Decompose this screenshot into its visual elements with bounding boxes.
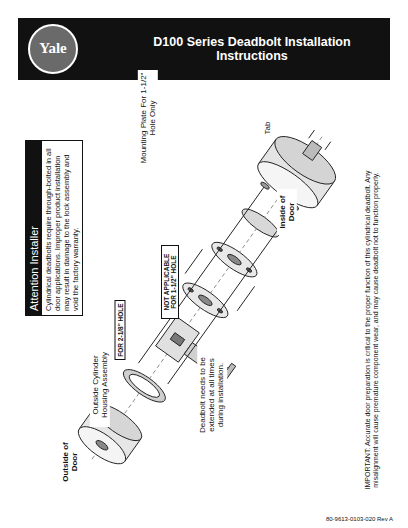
box-body: Cylindrical deadbolts require through-bo… [42, 141, 82, 315]
part-label: Tab [262, 115, 273, 141]
hole-text: NOT APPLICABLE FOR 1-1/2" HOLE [162, 246, 178, 318]
page-title: D100 Series Deadbolt Installation Instru… [152, 35, 352, 64]
side-label: Outside of Door [60, 439, 80, 485]
part-label: Outside Cylinder Housing Assembly [90, 343, 110, 427]
hole-tag: FOR 2-1/8" HOLE [115, 300, 126, 360]
logo-circle [29, 25, 77, 73]
exploded-deadbolt [63, 115, 374, 496]
note: Deadbolt needs to be extended at all tim… [197, 345, 227, 445]
attention-box: Attention InstallerCylindrical deadbolts… [25, 140, 83, 316]
header-bar [18, 18, 390, 80]
side-label: Inside of Door [277, 189, 297, 235]
hole-text: FOR 2-1/8" HOLE [116, 301, 125, 359]
hole-tag: NOT APPLICABLE FOR 1-1/2" HOLE [161, 245, 179, 319]
part-label: Mounting Plate For 1-1/2" Hole Only [138, 70, 158, 166]
box-heading: Attention Installer [26, 141, 42, 315]
logo-text: Yale [31, 40, 75, 57]
important-note: IMPORTANT: Accurate door preparation is … [363, 155, 381, 505]
document-number: 80-9613-0103-020 Rev A [285, 515, 395, 524]
